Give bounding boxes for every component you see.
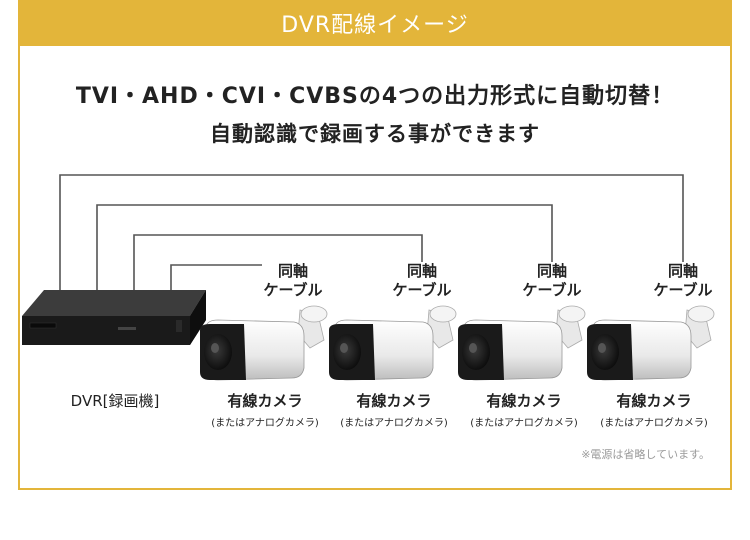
coax-label-1-line1: 同軸 bbox=[277, 262, 308, 280]
coax-label-4-line1: 同軸 bbox=[667, 262, 698, 280]
headline-line-1: TVI・AHD・CVI・CVBSの4つの出力形式に自動切替！ bbox=[75, 84, 675, 109]
page-title: DVR配線イメージ bbox=[18, 0, 732, 46]
camera-2-sub: (またはアナログカメラ) bbox=[340, 418, 448, 429]
cable-line-1 bbox=[170, 264, 262, 296]
dvr-device bbox=[22, 290, 206, 345]
camera-3 bbox=[458, 305, 586, 381]
coax-label-2-line1: 同軸 bbox=[406, 262, 437, 280]
cable-line-3 bbox=[96, 204, 553, 296]
camera-4-name: 有線カメラ bbox=[616, 392, 692, 410]
camera-3-name: 有線カメラ bbox=[486, 392, 562, 410]
coax-label-2: 同軸 ケーブル bbox=[377, 262, 467, 300]
camera-2-name: 有線カメラ bbox=[356, 392, 432, 410]
headline-line-2: 自動認識で録画する事ができます bbox=[210, 122, 540, 146]
camera-1-sub: (またはアナログカメラ) bbox=[211, 418, 319, 429]
coax-label-1-line2: ケーブル bbox=[263, 281, 323, 299]
power-note: ※電源は省略しています。 bbox=[581, 448, 710, 461]
coax-label-4: 同軸 ケーブル bbox=[638, 262, 728, 300]
coax-label-3: 同軸 ケーブル bbox=[507, 262, 597, 300]
cable-line-4 bbox=[59, 174, 684, 296]
cable-line-2 bbox=[133, 234, 423, 296]
camera-1-name: 有線カメラ bbox=[227, 392, 303, 410]
coax-label-1: 同軸 ケーブル bbox=[248, 262, 338, 300]
coax-label-4-line2: ケーブル bbox=[653, 281, 713, 299]
camera-4 bbox=[587, 305, 715, 381]
camera-3-sub: (またはアナログカメラ) bbox=[470, 418, 578, 429]
dvr-label: DVR[録画機] bbox=[70, 392, 160, 410]
diagram-frame bbox=[18, 0, 732, 490]
coax-label-3-line2: ケーブル bbox=[522, 281, 582, 299]
camera-1 bbox=[200, 305, 328, 381]
coax-label-3-line1: 同軸 bbox=[536, 262, 567, 280]
camera-4-sub: (またはアナログカメラ) bbox=[600, 418, 708, 429]
coax-label-2-line2: ケーブル bbox=[392, 281, 452, 299]
camera-2 bbox=[329, 305, 457, 381]
